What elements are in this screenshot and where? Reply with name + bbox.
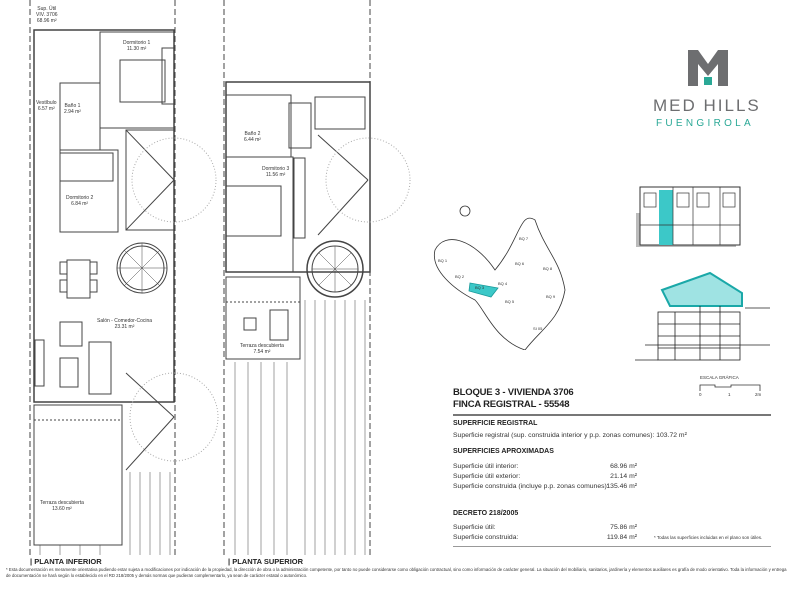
site-block-label: SI 05 (533, 326, 543, 331)
plan-label-inferior: | PLANTA INFERIOR (30, 557, 102, 566)
site-block-label: BQ 6 (515, 261, 525, 266)
site-plan: BQ 1 BQ 2 BQ 3 BQ 4 BQ 5 BQ 6 BQ 7 BQ 8 … (433, 205, 566, 350)
decreto-row-label: Superficie útil: (453, 524, 496, 531)
site-block-label: BQ 3 (475, 285, 485, 290)
decreto-row-value: 119.84 m² (606, 534, 637, 541)
aprox-row-value: 68.96 m² (610, 463, 637, 470)
med-hills-logo-icon (688, 50, 728, 86)
decreto-row-label: Superficie construida: (453, 534, 519, 541)
building-section (635, 271, 770, 361)
floor-plans-drawing (29, 0, 411, 555)
site-block-label: BQ 1 (438, 258, 448, 263)
info-title-finca: FINCA REGISTRAL - 55548 (453, 399, 570, 410)
section-heading-aproximadas: SUPERFICIES APROXIMADAS (453, 448, 554, 455)
scale-tick: 1 (728, 392, 731, 397)
info-title-vivienda: BLOQUE 3 - VIVIENDA 3706 (453, 387, 574, 398)
scale-tick: 0 (699, 392, 702, 397)
aprox-row-value: 21.14 m² (610, 473, 637, 480)
north-arrow-icon (459, 205, 471, 217)
divider (453, 414, 771, 416)
surfaces-note: * Todas las superficies incluidas en el … (654, 535, 763, 540)
scale-bar (699, 384, 761, 391)
site-block-label: BQ 8 (543, 266, 553, 271)
building-floor-overview (636, 186, 741, 247)
logo-subtitle: FUENGIROLA (656, 118, 755, 129)
site-block-label: BQ 7 (519, 236, 529, 241)
section-heading-decreto: DECRETO 218/2005 (453, 510, 519, 517)
legal-footnote: * Esta documentación es meramente orient… (6, 567, 787, 578)
aprox-row-label: Superficie útil interior: (453, 463, 519, 470)
decreto-row-value: 75.86 m² (610, 524, 637, 531)
logo-name: MED HILLS (653, 96, 761, 115)
scale-label: ESCALA GRÁFICA (700, 375, 739, 380)
lower-floor-plan (29, 0, 219, 555)
plan-label-superior: | PLANTA SUPERIOR (228, 557, 304, 566)
aprox-row-value: 135.46 m² (606, 483, 637, 490)
divider (453, 546, 771, 547)
upper-floor-plan (223, 0, 411, 555)
section-heading-registral: SUPERFICIE REGISTRAL (453, 420, 538, 427)
site-block-label: BQ 9 (546, 294, 556, 299)
aprox-row-label: Superficie útil exterior: (453, 473, 521, 480)
site-block-label: BQ 5 (505, 299, 515, 304)
aprox-row-label: Superficie construida (incluye p.p. zona… (453, 483, 609, 490)
registral-row: Superficie registral (sup. construida in… (453, 432, 687, 439)
scale-tick: 2m (755, 392, 762, 397)
site-block-label: BQ 2 (455, 274, 465, 279)
site-block-label: BQ 4 (498, 281, 508, 286)
